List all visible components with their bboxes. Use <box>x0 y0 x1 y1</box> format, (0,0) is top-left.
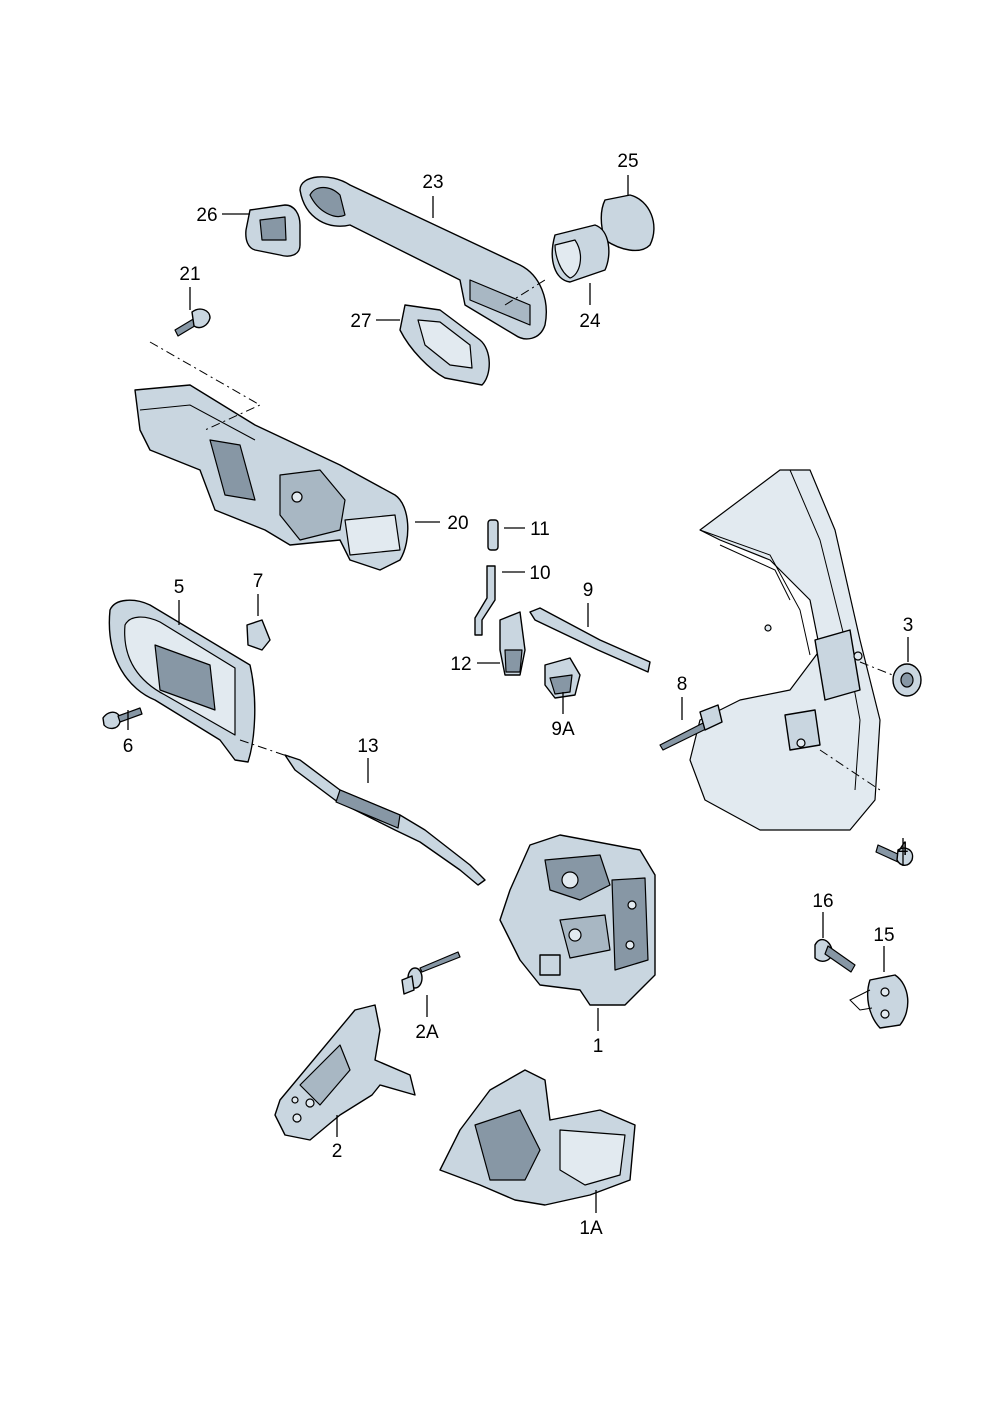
callout-11: 11 <box>530 519 550 540</box>
lock-cylinder-cap <box>551 224 610 283</box>
handle-seal-small <box>245 204 301 257</box>
cover-cap <box>600 194 655 252</box>
callout-26: 26 <box>196 205 217 226</box>
callout-9: 9 <box>583 580 594 601</box>
clip-12 <box>499 611 526 676</box>
bolt-4 <box>875 844 914 866</box>
inner-handle-housing <box>108 599 256 763</box>
callout-20: 20 <box>447 513 468 534</box>
callout-9A: 9A <box>551 719 575 740</box>
callout-23: 23 <box>422 172 443 193</box>
screw-21 <box>174 308 211 337</box>
rod-9 <box>529 607 651 673</box>
callout-3: 3 <box>903 615 914 636</box>
lock-cover-1A <box>439 1069 636 1206</box>
callout-24: 24 <box>579 311 601 332</box>
striker-bolt-16 <box>814 938 856 973</box>
grommet-3 <box>892 663 922 697</box>
bowden-cable-13 <box>284 754 486 886</box>
striker-plate-15 <box>849 974 909 1029</box>
callout-8: 8 <box>677 674 688 695</box>
handle-carrier-bracket <box>134 384 409 571</box>
callout-15: 15 <box>873 925 894 946</box>
callout-27: 27 <box>350 311 371 332</box>
rivet-2A <box>401 951 461 995</box>
callout-6: 6 <box>123 736 134 757</box>
callout-10: 10 <box>529 563 550 584</box>
callout-25: 25 <box>617 151 638 172</box>
door-lock-1 <box>499 834 656 1006</box>
assembly-lines <box>149 279 896 791</box>
leader-lines <box>127 175 909 1213</box>
callout-5: 5 <box>174 577 185 598</box>
callout-labels: 23 25 26 24 27 21 20 11 10 9 12 9A 8 3 4… <box>123 151 914 1239</box>
callout-2: 2 <box>332 1141 343 1162</box>
outer-door-handle <box>299 176 547 340</box>
callout-1A: 1A <box>579 1218 603 1239</box>
callout-4: 4 <box>898 839 909 860</box>
callout-12: 12 <box>450 654 471 675</box>
clip-9A <box>544 657 581 699</box>
callout-16: 16 <box>812 891 833 912</box>
callout-13: 13 <box>357 736 378 757</box>
callout-7: 7 <box>253 571 264 592</box>
bracket-2 <box>274 1004 416 1141</box>
pin-11 <box>487 519 499 551</box>
rod-10 <box>474 565 496 636</box>
screw-6 <box>102 707 143 730</box>
door-frame-illustration <box>689 469 881 831</box>
callout-1: 1 <box>593 1036 604 1057</box>
callout-2A: 2A <box>415 1022 439 1043</box>
switch-8 <box>659 704 723 751</box>
handle-gasket <box>399 304 490 386</box>
clip-7 <box>246 619 271 651</box>
callout-21: 21 <box>179 264 200 285</box>
